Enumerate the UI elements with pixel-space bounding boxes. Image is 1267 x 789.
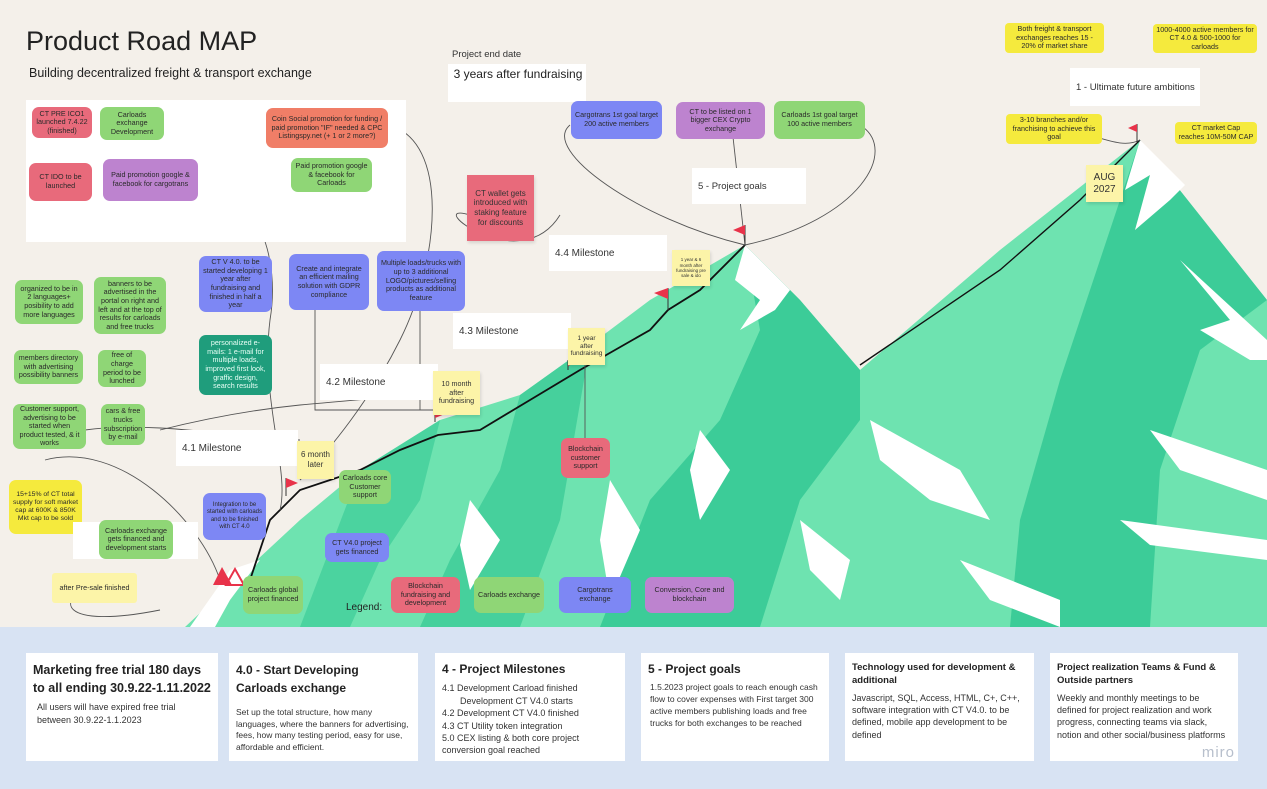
sticky-ctv4-dev[interactable]: CT V 4.0. to be started developing 1 yea… — [199, 256, 272, 312]
card-body: Javascript, SQL, Access, HTML, C+, C++, … — [852, 692, 1020, 740]
mountain-illustration — [44, 109, 1267, 627]
milestone-4-3: 4.3 Milestone — [453, 313, 571, 349]
sticky-paid-cargotrans[interactable]: Paid promotion google & facebook for car… — [103, 159, 198, 201]
legend-label: Legend: — [346, 602, 383, 613]
ultimate-ambitions-label: 1 - Ultimate future ambitions — [1070, 68, 1200, 106]
card-marketing: Marketing free trial 180 days to all end… — [26, 653, 218, 761]
sticky-carloads-core[interactable]: Carloads core Customer support — [339, 470, 391, 504]
sticky-support[interactable]: Customer support, advertising to be star… — [13, 404, 86, 449]
card-body: 1.5.2023 project goals to reach enough c… — [650, 682, 818, 728]
sticky-carloads-global[interactable]: Carloads global project financed — [243, 576, 303, 614]
sticky-cars-free[interactable]: cars & free trucks subscription by e-mai… — [101, 404, 145, 445]
legend-cargotrans: Cargotrans exchange — [559, 577, 631, 613]
card-title: Project realization Teams & Fund & Outsi… — [1057, 662, 1216, 687]
card-line: Development CT V4.0 starts — [460, 695, 573, 706]
project-end-panel — [448, 64, 586, 102]
sticky-ct-preico[interactable]: CT PRE ICO1 launched 7.4.22 (finished) — [32, 107, 92, 138]
card-title: 4.0 - Start Developing Carloads exchange — [236, 663, 359, 695]
sticky-ctv4-financed[interactable]: CT V4.0 project gets financed — [325, 533, 389, 562]
sticky-cargotrans-goal[interactable]: Cargotrans 1st goal target 200 active me… — [571, 101, 662, 139]
card-line: 4.3 CT Utility token integration — [442, 720, 563, 731]
sticky-ct-supply[interactable]: 15+15% of CT total supply for soft marke… — [9, 480, 82, 534]
note-ct-wallet[interactable]: CT wallet gets introduced with staking f… — [467, 175, 534, 241]
sticky-members-dir[interactable]: members directory with advertising possi… — [14, 350, 83, 384]
card-line: 4.2 Development CT V4.0 finished — [442, 708, 579, 719]
card-start-developing: 4.0 - Start Developing Carloads exchange… — [229, 653, 418, 761]
card-body: Weekly and monthly meetings to be define… — [1057, 692, 1226, 740]
card-title: 4 - Project Milestones — [442, 662, 566, 676]
sticky-personalized[interactable]: personalized e-mails: 1 e-mail for multi… — [199, 335, 272, 395]
sticky-carloads-dev[interactable]: Carloads exchange Development — [100, 107, 164, 140]
card-technology: Technology used for development & additi… — [845, 653, 1034, 761]
milestone-4-2: 4.2 Milestone — [320, 364, 438, 400]
sticky-carloads-financed[interactable]: Carloads exchange gets financed and deve… — [99, 520, 173, 559]
milestone-4-4: 4.4 Milestone — [549, 235, 667, 271]
sticky-integration[interactable]: Integration to be started with carloads … — [203, 493, 266, 540]
card-line: 4.1 Development Carload finished — [442, 683, 578, 694]
sticky-active-members[interactable]: 1000-4000 active members for CT 4.0 & 50… — [1153, 24, 1257, 53]
sticky-cex-listing[interactable]: CT to be listed on 1 bigger CEX Crypto e… — [676, 102, 765, 139]
note-six-month[interactable]: 6 month later — [297, 441, 334, 479]
sticky-blockchain-support[interactable]: Blockchain customer support — [561, 438, 610, 478]
note-small[interactable]: 1 year & 6 month after fundraising pre s… — [672, 250, 710, 286]
sticky-mailing[interactable]: Create and integrate an efficient mailin… — [289, 254, 369, 310]
project-end-label: Project end date — [452, 49, 522, 60]
page-subtitle: Building decentralized freight & transpo… — [29, 66, 312, 80]
tent-icon — [213, 566, 246, 586]
card-title: Technology used for development & additi… — [852, 662, 1016, 687]
sticky-coin-social[interactable]: Coin Social promotion for funding / paid… — [266, 108, 388, 148]
legend-blockchain: Blockchain fundraising and development — [391, 577, 460, 613]
sticky-paid-carloads[interactable]: Paid promotion google & facebook for Car… — [291, 158, 372, 192]
sticky-banners[interactable]: banners to be advertised in the portal o… — [94, 277, 166, 334]
sticky-after-presale[interactable]: after Pre-sale finished — [52, 573, 137, 603]
card-body: All users will have expired free trial b… — [37, 702, 176, 725]
sticky-market-cap[interactable]: CT market Cap reaches 10M-50M CAP — [1175, 122, 1257, 144]
card-line: 5.0 CEX listing & both core project conv… — [442, 733, 580, 756]
card-project-realization: Project realization Teams & Fund & Outsi… — [1050, 653, 1238, 761]
card-milestones: 4 - Project Milestones 4.1 Development C… — [435, 653, 625, 761]
milestone-4-1: 4.1 Milestone — [176, 430, 298, 466]
sticky-carloads-goal[interactable]: Carloads 1st goal target 100 active memb… — [774, 101, 865, 139]
sticky-free-charge[interactable]: free of charge period to be lunched — [98, 350, 146, 387]
card-project-goals: 5 - Project goals 1.5.2023 project goals… — [641, 653, 829, 761]
page-title: Product Road MAP — [26, 26, 258, 56]
sticky-ct-ido[interactable]: CT IDO to be launched — [29, 163, 92, 201]
note-ten-month[interactable]: 10 month after fundraising — [433, 371, 480, 415]
project-end-value: 3 years after fundraising — [453, 67, 583, 81]
legend-carloads: Carloads exchange — [474, 577, 544, 613]
card-title: 5 - Project goals — [648, 662, 741, 676]
card-title: Marketing free trial 180 days to all end… — [33, 663, 211, 696]
sticky-multi-loads[interactable]: Multiple loads/trucks with up to 3 addit… — [377, 251, 465, 311]
sticky-both-exchanges[interactable]: Both freight & transport exchanges reach… — [1005, 23, 1104, 53]
card-body: Set up the total structure, how many lan… — [236, 707, 409, 753]
sticky-branches[interactable]: 3-10 branches and/or franchising to achi… — [1006, 114, 1102, 144]
sticky-languages[interactable]: organized to be in 2 languages+ posibili… — [15, 280, 83, 324]
note-aug-2027[interactable]: AUG 2027 — [1086, 165, 1123, 202]
legend-conversion: Conversion, Core and blockchain — [645, 577, 734, 613]
note-one-year[interactable]: 1 year after fundraising — [568, 328, 605, 365]
miro-logo: miro — [1201, 744, 1235, 761]
roadmap-board: Product Road MAP Building decentralized … — [9, 23, 1267, 627]
project-goals-label: 5 - Project goals — [692, 168, 806, 204]
